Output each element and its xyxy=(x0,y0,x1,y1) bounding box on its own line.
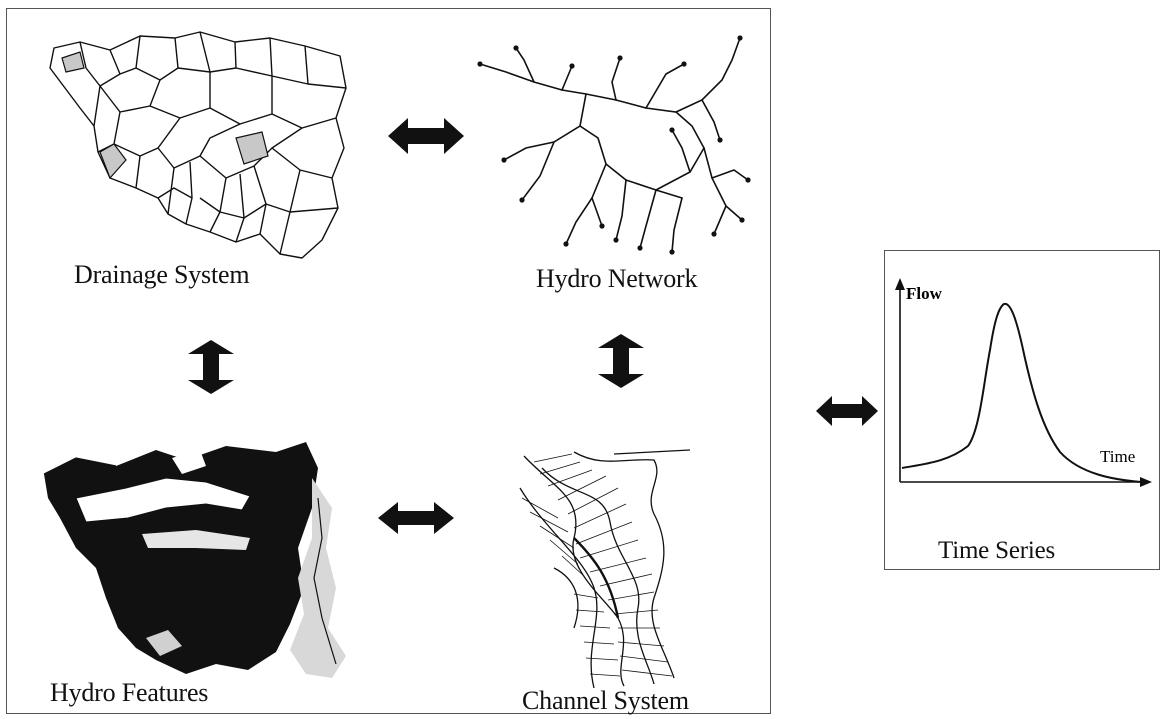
time-series-frame xyxy=(884,250,1160,570)
arrow-network-channel xyxy=(598,334,644,388)
channel-system-label: Channel System xyxy=(522,686,689,715)
hydro-network-label: Hydro Network xyxy=(536,264,698,293)
x-axis-arrowhead xyxy=(1140,477,1152,487)
arrow-features-channel xyxy=(378,502,454,534)
arrow-main-timeseries xyxy=(816,396,878,426)
hydro-network-map xyxy=(477,35,751,255)
channel-system-map xyxy=(519,449,691,689)
y-axis-label: Flow xyxy=(906,284,943,303)
x-axis-label: Time xyxy=(1100,447,1135,466)
flow-curve xyxy=(901,302,1143,483)
arrow-drainage-features xyxy=(188,340,234,394)
hydro-features-label: Hydro Features xyxy=(50,678,209,707)
drainage-system-label: Drainage System xyxy=(74,260,250,289)
hydro-features-map xyxy=(43,442,346,678)
y-axis-arrowhead xyxy=(895,278,905,290)
geodatabase-frame xyxy=(6,8,771,714)
arrow-drainage-network xyxy=(388,118,464,154)
drainage-system-map xyxy=(49,31,347,259)
time-series-label: Time Series xyxy=(938,537,1056,564)
hydrograph: Flow Time xyxy=(895,278,1152,487)
